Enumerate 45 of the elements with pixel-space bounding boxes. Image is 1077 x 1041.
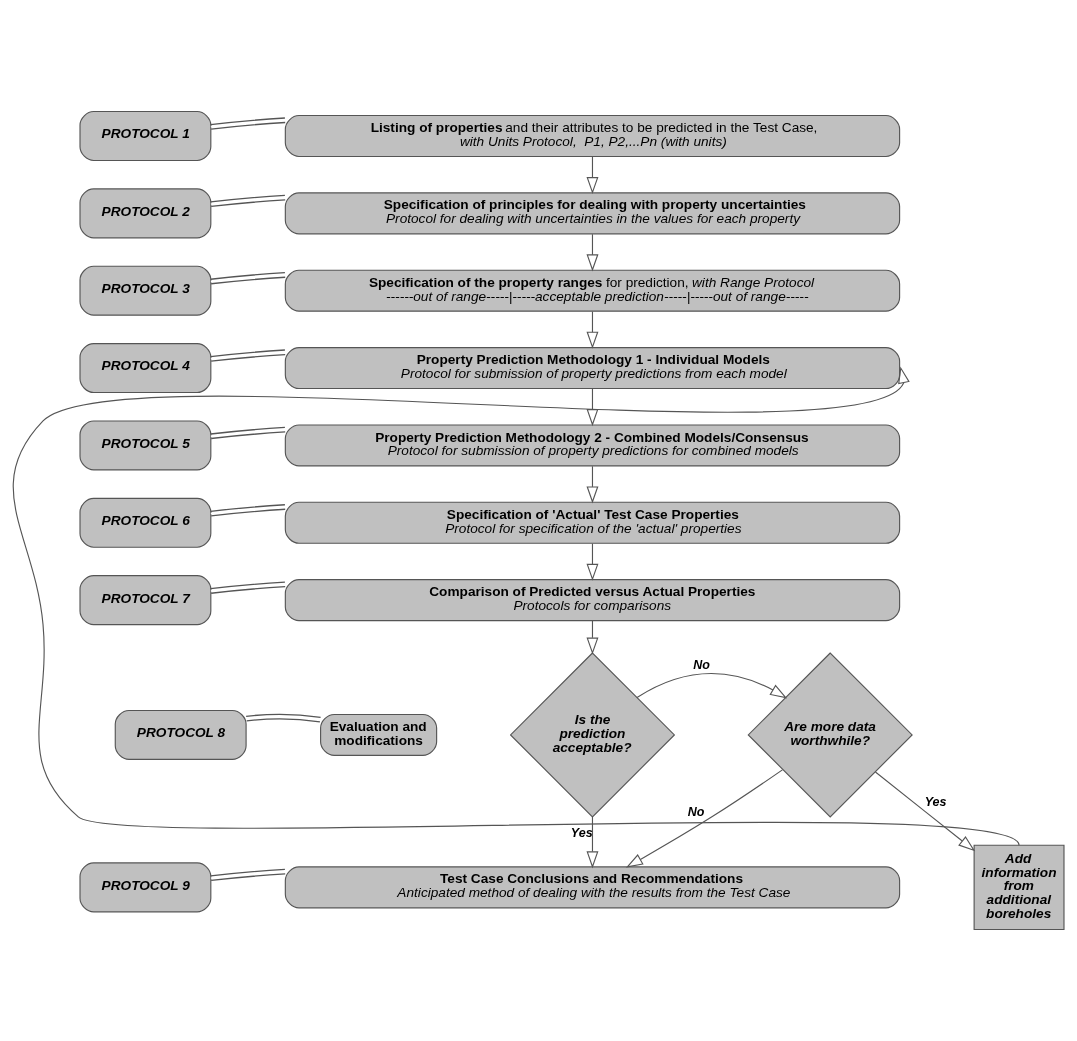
edge-label: No: [693, 657, 710, 672]
node-box: Specification of 'Actual' Test Case Properties Protocol for specification of the 'actual' properties: [284, 501, 901, 544]
node-box: PROTOCOL 8: [114, 709, 247, 760]
connector: [209, 426, 286, 440]
node-box: PROTOCOL 7: [79, 575, 212, 626]
edge-label: Yes: [570, 826, 593, 841]
connector: [209, 504, 286, 517]
arrow: [636, 673, 788, 699]
connector: [245, 713, 322, 723]
node-box: PROTOCOL 3: [79, 265, 212, 316]
node-box: Specification of principles for dealing with property uncertainties Protocol for dealing with uncertainties in the values for each property: [284, 192, 901, 235]
node-box: PROTOCOL 1: [79, 111, 212, 162]
node-box: Comparison of Predicted versus Actual Properties Protocols for comparisons: [284, 579, 901, 622]
arrow: [586, 311, 599, 349]
arrow: [586, 543, 599, 581]
node-box: Test Case Conclusions and Recommendations Anticipated method of dealing with the results from the Test Case: [284, 866, 901, 909]
node-box: Listing of properties and their attributes to be predicted in the Test Case, with Units Protocol, P1, P2,...Pn (with units): [284, 114, 901, 158]
connector: [209, 868, 286, 882]
connector: [209, 194, 286, 208]
node-box: Property Prediction Methodology 1 - Individual Models Protocol for submission of property predictions from each model: [284, 347, 901, 390]
node-box: Add information from additional boreholes: [973, 844, 1065, 931]
node-box: PROTOCOL 4: [79, 343, 212, 394]
node-box: Property Prediction Methodology 2 - Combined Models/Consensus Protocol for submission of property predictions for combined models: [284, 424, 901, 467]
arrow: [586, 388, 599, 427]
arrow: [874, 771, 976, 852]
node-box: PROTOCOL 9: [79, 862, 212, 913]
arrow: [12, 366, 1020, 846]
node-box: PROTOCOL 5: [79, 420, 212, 471]
connector: [209, 349, 286, 362]
node-box: Specification of the property ranges for prediction, with Range Protocol ------out of range-----|-----acceptable prediction-----|-----out of range-----: [284, 269, 901, 312]
connector: [209, 272, 286, 285]
node-box: PROTOCOL 2: [79, 188, 212, 239]
node-diamond: Are more data worthwhile?: [747, 652, 913, 818]
node-box: PROTOCOL 6: [79, 497, 212, 548]
arrow: [586, 816, 599, 869]
edge-label: Yes: [924, 795, 947, 810]
arrow: [625, 769, 783, 868]
edge-label: No: [687, 804, 705, 819]
connector: [209, 581, 286, 594]
node-diamond: Is the prediction acceptable?: [509, 652, 676, 818]
arrow: [586, 465, 599, 504]
node-box: Evaluation and modifications: [320, 713, 438, 756]
connector: [209, 117, 286, 130]
arrow: [586, 156, 599, 195]
arrow: [586, 233, 599, 272]
